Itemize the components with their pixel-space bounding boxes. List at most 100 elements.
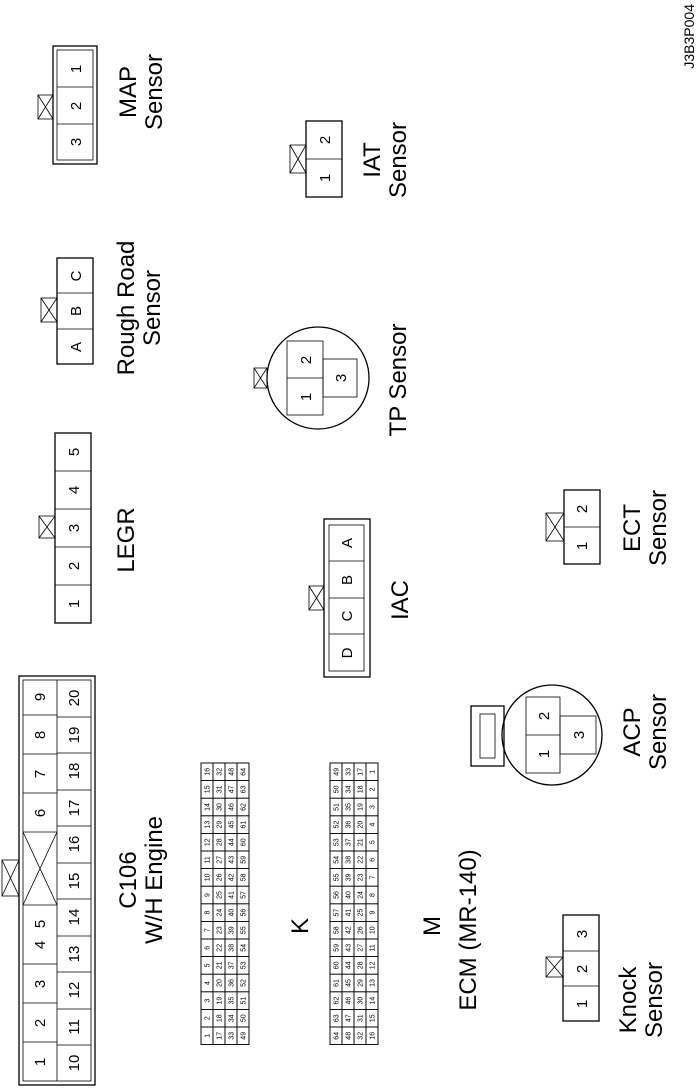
legr-title: LEGR — [113, 507, 140, 572]
ecm-k-pin-2: 2 — [205, 1016, 212, 1020]
c106-pin-13: 13 — [66, 946, 83, 963]
ecm-k-pin-32: 32 — [217, 768, 224, 776]
ecm-k-pin-36: 36 — [229, 979, 236, 987]
ecm-m-pin-5: 5 — [370, 840, 377, 844]
ecm-k-pin-11: 11 — [205, 856, 212, 863]
c106-subtitle: W/H Engine — [141, 816, 168, 944]
ecm-m-pin-39: 39 — [346, 873, 353, 881]
ecm-m-pin-58: 58 — [334, 926, 341, 934]
ecm-m-pin-28: 28 — [358, 961, 365, 969]
c106-pin-15: 15 — [66, 873, 83, 890]
ecm-k-pin-49: 49 — [241, 1032, 248, 1040]
ecm-m-pin-53: 53 — [334, 838, 341, 846]
ecm-k-pin-38: 38 — [229, 944, 236, 952]
ecm-k-pin-45: 45 — [229, 821, 236, 829]
ecm-m-pin-40: 40 — [346, 891, 353, 899]
ecm-m-pin-13: 13 — [370, 979, 377, 987]
ecm-m-pin-41: 41 — [346, 909, 353, 917]
ecm-k-pin-18: 18 — [217, 1014, 224, 1022]
map-subtitle: Sensor — [141, 54, 168, 130]
c106-pin-18: 18 — [66, 763, 83, 780]
ecm-m-pin-42: 42 — [346, 926, 353, 934]
ecm-k-pin-52: 52 — [241, 979, 248, 987]
knock-pin-3: 3 — [574, 930, 591, 938]
ecm-k-pin-54: 54 — [241, 944, 248, 952]
legr-pin-2: 2 — [66, 562, 83, 570]
ecm-k-pin-56: 56 — [241, 909, 248, 917]
ecm-m-pin-34: 34 — [346, 785, 353, 793]
ecm-block-m-label: M — [419, 916, 446, 936]
ecm-k-pin-53: 53 — [241, 961, 248, 969]
ecm-m-pin-19: 19 — [358, 803, 365, 811]
iat-title: IAT — [359, 142, 386, 178]
ecm-m-pin-64: 64 — [334, 1032, 341, 1040]
ecm-connector: 1234567891011121314151617181920212223242… — [200, 762, 482, 1046]
knock-pin-1: 1 — [574, 1000, 591, 1008]
acp-sensor-connector: 1 2 3 ACP Sensor — [470, 684, 672, 786]
ecm-m-pin-54: 54 — [334, 856, 341, 864]
iat-pin-1: 1 — [317, 174, 334, 182]
legr-pin-5: 5 — [66, 448, 83, 456]
ecm-m-pin-61: 61 — [334, 979, 341, 987]
ecm-k-pin-24: 24 — [217, 909, 224, 917]
ecm-m-pin-57: 57 — [334, 909, 341, 917]
ecm-m-pin-17: 17 — [358, 768, 365, 776]
c106-pin-8: 8 — [32, 731, 49, 739]
c106-pin-17: 17 — [66, 800, 83, 817]
ecm-k-pin-10: 10 — [205, 873, 212, 881]
ecm-k-pin-16: 16 — [205, 768, 212, 776]
ecm-k-pin-1: 1 — [205, 1034, 212, 1038]
ecm-m-pin-20: 20 — [358, 821, 365, 829]
ecm-m-pin-52: 52 — [334, 821, 341, 829]
ecm-k-pin-34: 34 — [229, 1014, 236, 1022]
ect-subtitle: Sensor — [645, 490, 672, 566]
ecm-k-pin-15: 15 — [205, 785, 212, 793]
rough-road-pin-c: C — [68, 270, 85, 281]
ecm-m-pin-16: 16 — [370, 1032, 377, 1040]
ecm-m-pin-59: 59 — [334, 944, 341, 952]
ecm-k-pin-60: 60 — [241, 838, 248, 846]
acp-pin-3: 3 — [571, 731, 588, 739]
ecm-k-pin-30: 30 — [217, 803, 224, 811]
rough-road-subtitle: Sensor — [139, 270, 166, 346]
c106-pin-20: 20 — [66, 690, 83, 707]
knock-title: Knock — [615, 966, 642, 1034]
map-pin-2: 2 — [68, 102, 85, 110]
ecm-m-pin-43: 43 — [346, 944, 353, 952]
ecm-k-pin-7: 7 — [205, 928, 212, 932]
ecm-k-cell — [236, 762, 250, 782]
legr-pin-3: 3 — [66, 524, 83, 532]
c106-pin-16: 16 — [66, 836, 83, 853]
ecm-k-pin-21: 21 — [217, 961, 224, 969]
ecm-k-pin-43: 43 — [229, 856, 236, 864]
ecm-k-pin-44: 44 — [229, 838, 236, 846]
ecm-k-pin-31: 31 — [217, 785, 224, 793]
ecm-k-pin-64: 64 — [241, 768, 248, 776]
ecm-m-pin-9: 9 — [370, 911, 377, 915]
ecm-m-pin-44: 44 — [346, 961, 353, 969]
ecm-m-pin-63: 63 — [334, 1014, 341, 1022]
ecm-k-pin-50: 50 — [241, 1014, 248, 1022]
ecm-k-pin-37: 37 — [229, 961, 236, 969]
tp-pin-3: 3 — [333, 374, 350, 382]
iac-connector: D C B A IAC — [308, 518, 414, 678]
knock-pin-2: 2 — [574, 965, 591, 973]
tp-pin-2: 2 — [298, 356, 315, 364]
ecm-k-pin-29: 29 — [217, 821, 224, 829]
ecm-k-pin-23: 23 — [217, 926, 224, 934]
ecm-m-pin-48: 48 — [346, 1032, 353, 1040]
ecm-k-pin-59: 59 — [241, 856, 248, 864]
ecm-m-pin-47: 47 — [346, 1014, 353, 1022]
c106-pin-10: 10 — [66, 1055, 83, 1072]
ecm-m-pin-32: 32 — [358, 1032, 365, 1040]
iac-pin-a: A — [339, 538, 356, 548]
ecm-m-pin-49: 49 — [334, 768, 341, 776]
c106-pin-11: 11 — [66, 1019, 83, 1035]
ecm-block-m: 6463626160595857565554535251504948474645… — [329, 762, 379, 1046]
ecm-k-pin-33: 33 — [229, 1032, 236, 1040]
ecm-block-k-label: K — [287, 918, 314, 934]
ect-pin-1: 1 — [574, 542, 591, 550]
knock-subtitle: Sensor — [641, 962, 668, 1038]
ecm-k-pin-12: 12 — [205, 838, 212, 846]
